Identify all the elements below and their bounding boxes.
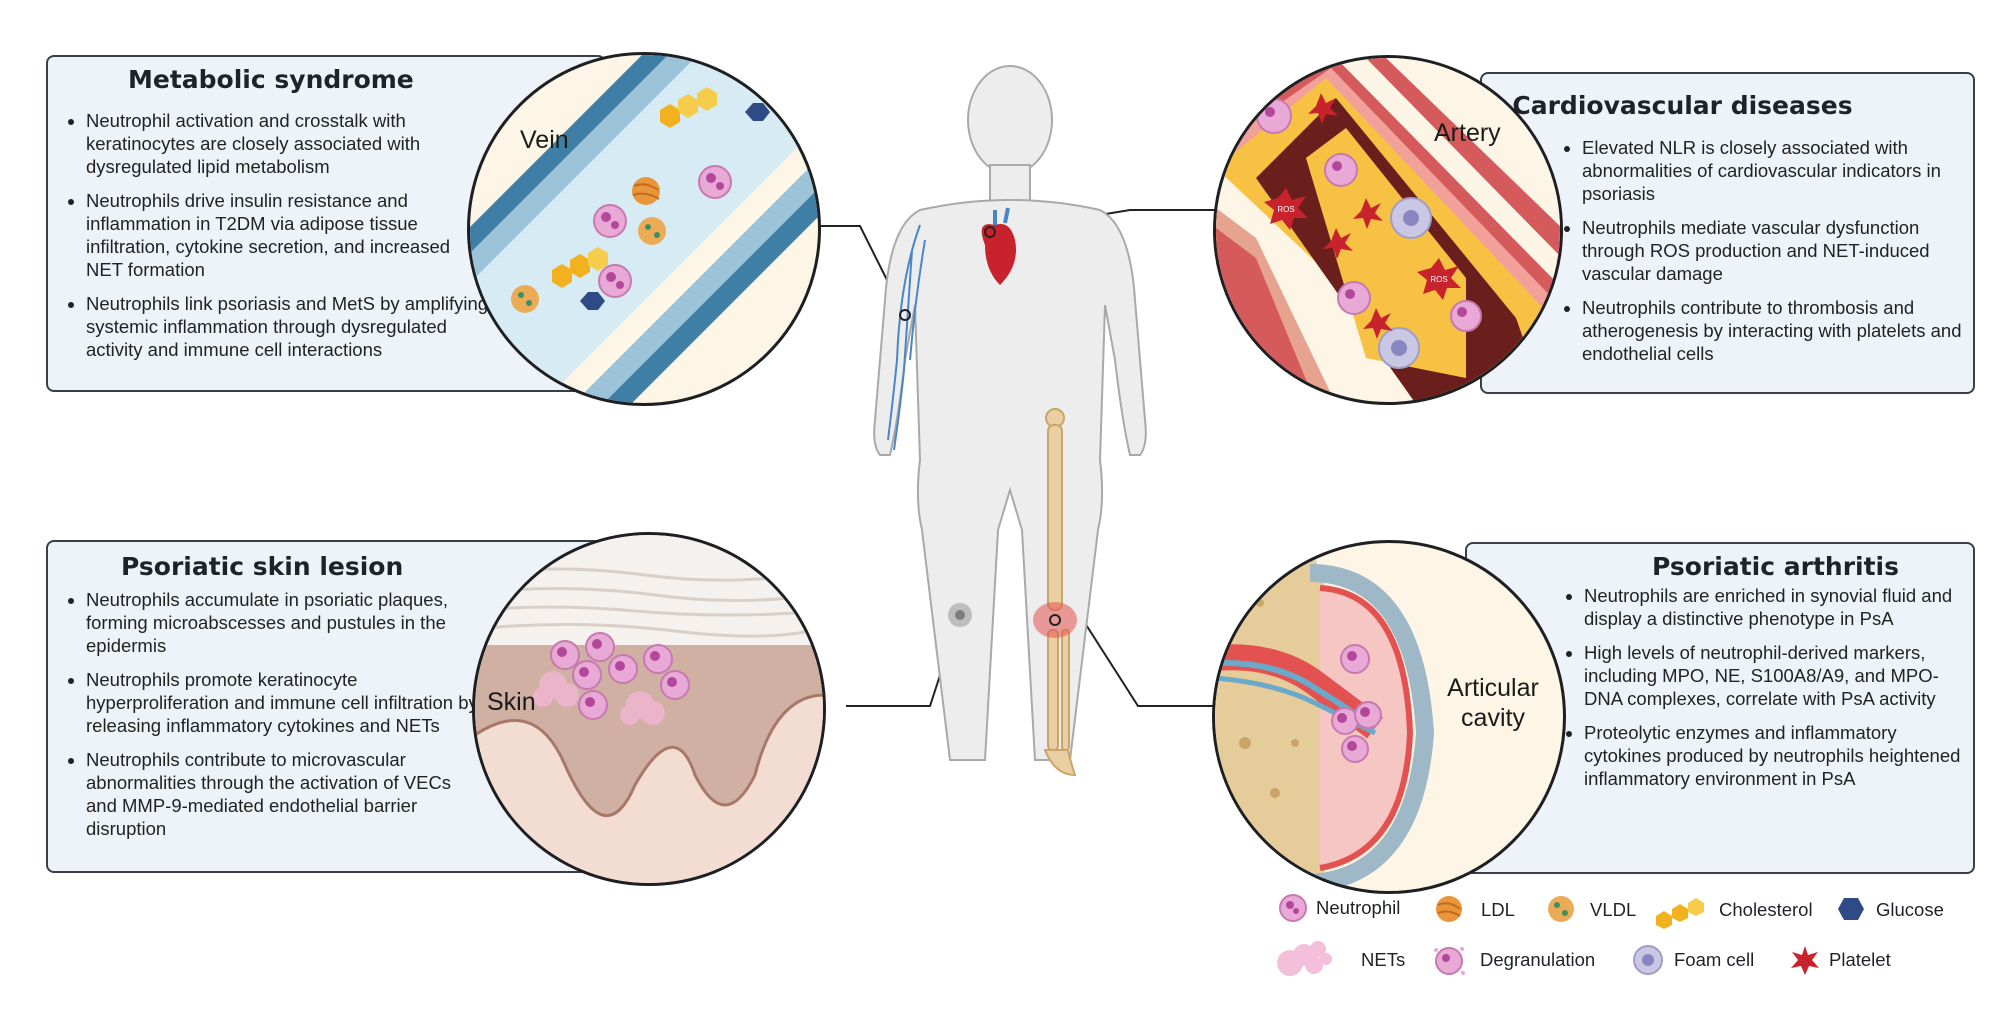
- human-body-figure: [873, 65, 1147, 777]
- articular-cavity-label: Articular cavity: [1433, 673, 1553, 733]
- vldl-icon: [1548, 896, 1574, 922]
- psoriatic-skin-bullets: Neutrophils accumulate in psoriatic plaq…: [64, 588, 486, 851]
- bullet: Neutrophils drive insulin resistance and…: [86, 189, 491, 281]
- bullet: Neutrophils contribute to microvascular …: [86, 748, 486, 840]
- bullet: High levels of neutrophil-derived marker…: [1584, 641, 1974, 710]
- ros-label: ROS: [1430, 275, 1447, 284]
- psoriatic-arthritis-bullets: Neutrophils are enriched in synovial flu…: [1562, 584, 1974, 801]
- cardiovascular-title: Cardiovascular diseases: [1512, 91, 1853, 120]
- glucose-icon: [1838, 898, 1864, 920]
- psoriatic-arthritis-title: Psoriatic arthritis: [1652, 552, 1899, 581]
- joint-circle: Articular cavity: [1212, 540, 1566, 894]
- vein-label: Vein: [520, 126, 569, 154]
- joint-illustration: [1215, 543, 1435, 891]
- bullet: Neutrophils link psoriasis and MetS by a…: [86, 292, 491, 361]
- bullet: Neutrophils are enriched in synovial flu…: [1584, 584, 1974, 630]
- legend-foam-cell: Foam cell: [1674, 949, 1755, 970]
- neutrophil-icon: [1279, 894, 1307, 922]
- platelet-icon: [1791, 946, 1819, 975]
- bullet: Neutrophils promote keratinocyte hyperpr…: [86, 668, 486, 737]
- metabolic-syndrome-title: Metabolic syndrome: [128, 65, 414, 94]
- cardiovascular-panel-text: Cardiovascular diseases Elevated NLR is …: [1480, 72, 1975, 394]
- bullet: Neutrophil activation and crosstalk with…: [86, 109, 491, 178]
- ldl-icon: [1436, 896, 1462, 922]
- ros-label: ROS: [1277, 205, 1294, 214]
- articular-cavity-line2: cavity: [1461, 704, 1525, 732]
- vein-circle: Vein: [467, 52, 821, 406]
- legend-degranulation: Degranulation: [1480, 949, 1596, 970]
- foam-cell-icon: [1633, 945, 1663, 975]
- legend-ldl: LDL: [1481, 899, 1515, 920]
- skin-illustration: [475, 535, 823, 883]
- skin-circle: Skin: [472, 532, 826, 886]
- legend-cholesterol: Cholesterol: [1719, 899, 1813, 920]
- bullet: Neutrophils accumulate in psoriatic plaq…: [86, 588, 486, 657]
- articular-cavity-line1: Articular: [1447, 674, 1539, 702]
- legend-neutrophil: Neutrophil: [1316, 897, 1401, 918]
- legend-platelet: Platelet: [1829, 949, 1891, 970]
- vein-illustration: [470, 55, 818, 403]
- degranulation-icon: [1434, 947, 1465, 975]
- heart-icon: [981, 207, 1016, 285]
- psoriatic-skin-title: Psoriatic skin lesion: [121, 552, 404, 581]
- legend-nets: NETs: [1361, 949, 1406, 970]
- artery-illustration: ROS ROS: [1216, 58, 1560, 402]
- cardiovascular-bullets: Elevated NLR is closely associated with …: [1560, 136, 1972, 376]
- metabolic-syndrome-bullets: Neutrophil activation and crosstalk with…: [64, 109, 491, 372]
- bullet: Elevated NLR is closely associated with …: [1582, 136, 1972, 205]
- artery-circle: ROS ROS Artery: [1213, 55, 1563, 405]
- bullet: Neutrophils mediate vascular dysfunction…: [1582, 216, 1972, 285]
- nets-icon: [1277, 941, 1332, 976]
- legend-glucose: Glucose: [1876, 899, 1944, 920]
- cholesterol-icon: [1656, 898, 1704, 929]
- bullet: Neutrophils contribute to thrombosis and…: [1582, 296, 1972, 365]
- artery-label: Artery: [1434, 119, 1501, 147]
- bullet: Proteolytic enzymes and inflammatory cyt…: [1584, 721, 1974, 790]
- skin-label: Skin: [487, 688, 536, 716]
- legend-vldl: VLDL: [1590, 899, 1637, 920]
